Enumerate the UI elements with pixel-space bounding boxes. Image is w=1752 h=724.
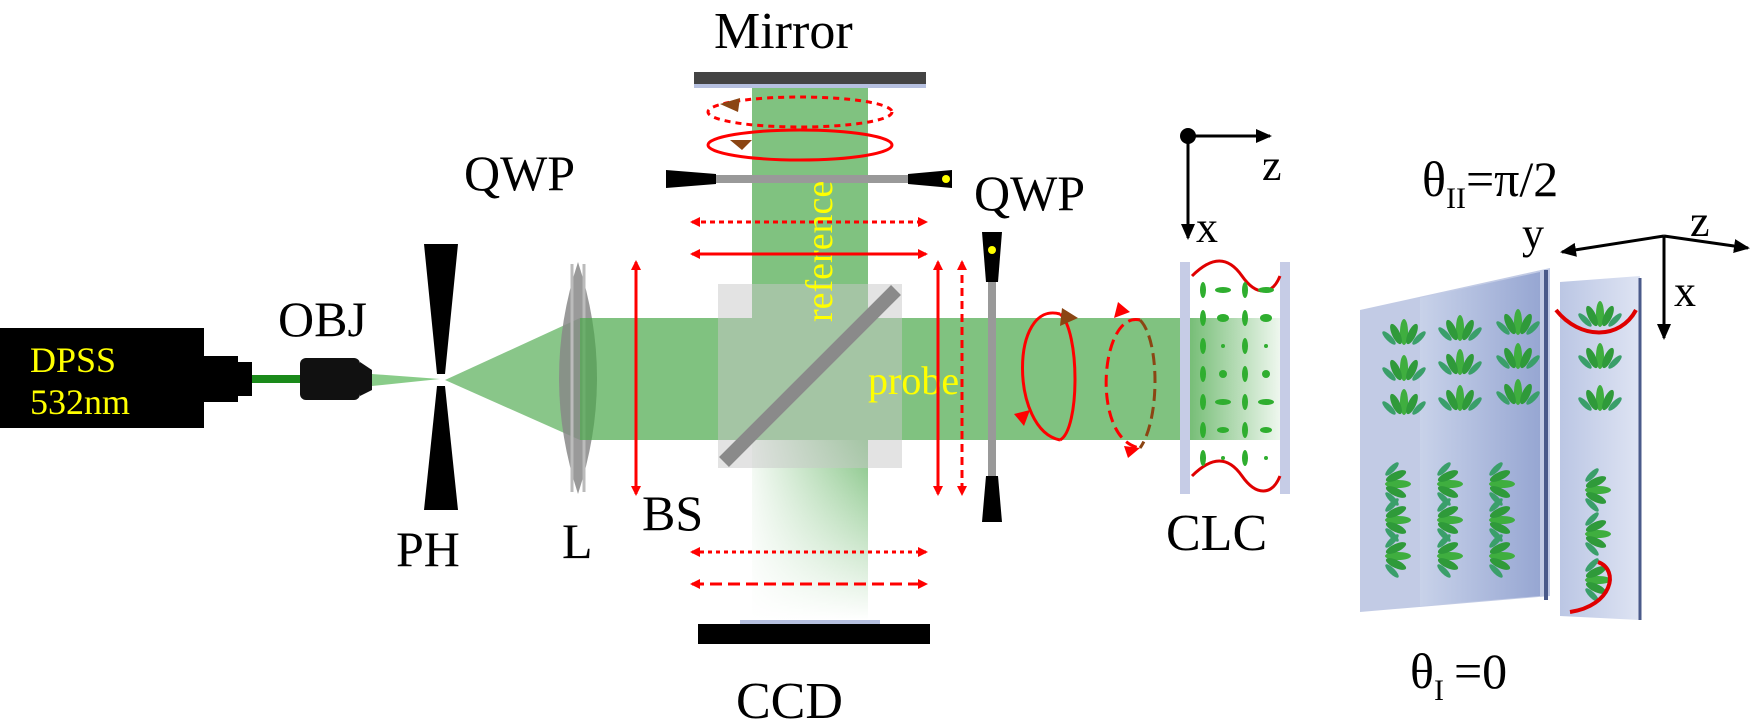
ccd-camera: CCD	[698, 620, 930, 724]
laser-label-line1: DPSS	[30, 340, 116, 380]
pinhole-label: PH	[396, 521, 460, 577]
cell-axis-z-label: z	[1690, 197, 1710, 246]
axis-x-label: x	[1196, 203, 1218, 252]
mirror-label: Mirror	[714, 3, 853, 60]
clc-cell-schematic: y z x θII=π/2 θI=0	[1360, 151, 1750, 707]
laser-output-beam	[252, 375, 300, 383]
reference-helix	[706, 95, 894, 162]
probe-beam-label: probe	[868, 358, 959, 403]
mirror: Mirror	[694, 3, 926, 88]
objective-label: OBJ	[278, 291, 367, 347]
clc-sample: CLC	[1166, 259, 1290, 562]
cell-axis-x-label: x	[1674, 267, 1696, 316]
reference-beam	[752, 78, 868, 318]
probe-helix	[1014, 302, 1157, 458]
lab-axes: z x	[1180, 128, 1282, 252]
qwp-reference: QWP	[464, 145, 952, 201]
beam-splitter: BS	[642, 284, 902, 541]
probe-beam-in-sample	[1190, 318, 1286, 440]
theta-i-label: θI=0	[1410, 643, 1507, 707]
focused-beam	[372, 374, 440, 386]
qwp-probe-label: QWP	[974, 165, 1085, 221]
pinhole: PH	[396, 244, 460, 577]
laser-label-line2: 532nm	[30, 382, 130, 422]
clc-label: CLC	[1166, 505, 1267, 562]
axis-z-label: z	[1262, 141, 1282, 190]
reference-beam-label: reference	[799, 181, 841, 322]
theta-ii-label: θII=π/2	[1422, 151, 1558, 215]
diverging-beam	[445, 318, 580, 440]
ccd-label: CCD	[736, 673, 843, 724]
cell-axes: y z x	[1522, 197, 1750, 340]
qwp-reference-label: QWP	[464, 145, 575, 201]
dpss-laser: DPSS 532nm	[0, 328, 252, 428]
qwp-probe: QWP	[974, 165, 1085, 522]
lens-label: L	[562, 513, 593, 569]
cell-axis-y-label: y	[1522, 209, 1544, 258]
objective-lens: OBJ	[278, 291, 372, 400]
beam-splitter-label: BS	[642, 485, 703, 541]
